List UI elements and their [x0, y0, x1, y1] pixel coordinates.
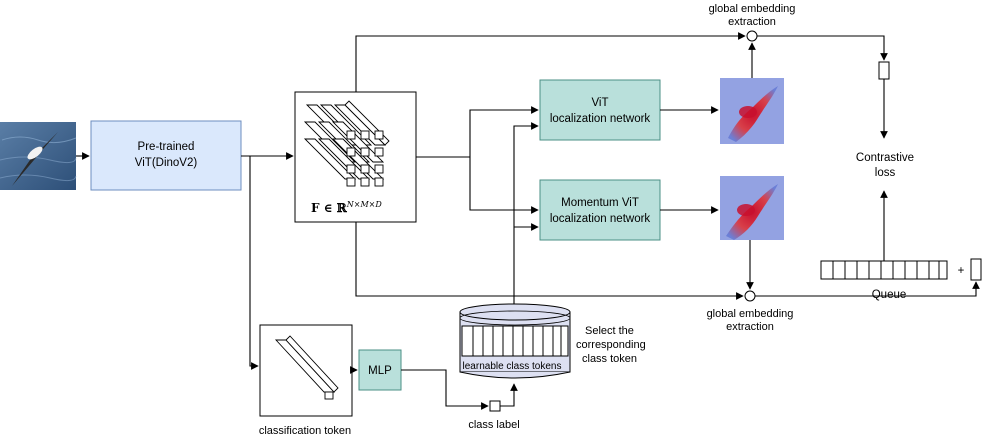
edge-pretrained-cls: [249, 156, 259, 370]
feature-tensor-box: F ∈ ℝN×M×D: [294, 91, 417, 223]
global-bottom-line2: extraction: [726, 321, 774, 333]
mlp-label: MLP: [368, 365, 392, 377]
classification-token-label: classification token: [259, 425, 351, 437]
select-class-token-note: Select the corresponding class token: [576, 325, 646, 365]
feature-tensor-icon: [303, 100, 390, 187]
contrastive-loss: Contrastive loss: [856, 152, 914, 179]
input-bird-image: [0, 122, 77, 190]
embedding-vector-bottom: [970, 258, 982, 281]
global-bottom-line1: global embedding: [707, 308, 794, 320]
class-label-text: class label: [468, 419, 519, 431]
heatmap-bottom: [720, 176, 784, 240]
edge-feature-global-bottom: [355, 222, 744, 300]
vit-loc-line1: ViT: [591, 97, 608, 109]
edge-mlp-classlabel: [401, 369, 489, 410]
learnable-class-tokens-bank: learnable class tokens: [459, 303, 571, 379]
pretrained-vit-box: Pre-trained ViT(DinoV2): [90, 120, 242, 191]
mlp-box: MLP: [358, 349, 402, 391]
heatmap-top: [720, 78, 784, 144]
feature-formula-base: F ∈ ℝ: [311, 201, 348, 215]
edge-global-embedding-top: [757, 35, 888, 61]
queue-label: Queue: [872, 289, 907, 301]
queue: Queue: [820, 260, 948, 301]
momentum-vit-localization-box: Momentum ViT localization network: [539, 179, 661, 241]
class-label-vector: [489, 400, 501, 412]
momentum-loc-line2: localization network: [550, 213, 651, 225]
global-top-line2: extraction: [728, 16, 776, 28]
feature-formula: F ∈ ℝN×M×D: [311, 200, 382, 215]
contrastive-line2: loss: [875, 167, 896, 179]
plus-sign: +: [958, 265, 965, 277]
global-embedding-bottom: global embedding extraction: [707, 290, 794, 333]
edge-feature-global-top: [355, 32, 746, 92]
edge-bank-vit: [513, 122, 539, 304]
contrastive-line1: Contrastive: [856, 152, 914, 164]
vit-loc-line2: localization network: [550, 113, 651, 125]
classification-token-box: classification token: [259, 324, 353, 437]
momentum-loc-line1: Momentum ViT: [561, 197, 639, 209]
pretrained-line2: ViT(DinoV2): [135, 157, 198, 169]
pretrained-line1: Pre-trained: [138, 141, 195, 153]
edge-branch-momentum: [469, 157, 539, 214]
learnable-tokens-label: learnable class tokens: [463, 361, 562, 372]
global-top-line1: global embedding: [709, 3, 796, 15]
global-embedding-top: global embedding extraction: [709, 3, 796, 42]
select-line2: corresponding: [576, 339, 646, 351]
edge-branch-vit: [469, 106, 539, 157]
edge-classlabel-bank: [500, 383, 518, 407]
feature-formula-sup: N×M×D: [346, 200, 383, 209]
select-line3: class token: [582, 353, 637, 365]
connectors: [76, 32, 980, 410]
edge-global-embedding-bottom: [755, 281, 980, 297]
embedding-vector-top: [878, 61, 890, 80]
vit-localization-box: ViT localization network: [539, 79, 661, 141]
select-line1: Select the: [585, 325, 634, 337]
